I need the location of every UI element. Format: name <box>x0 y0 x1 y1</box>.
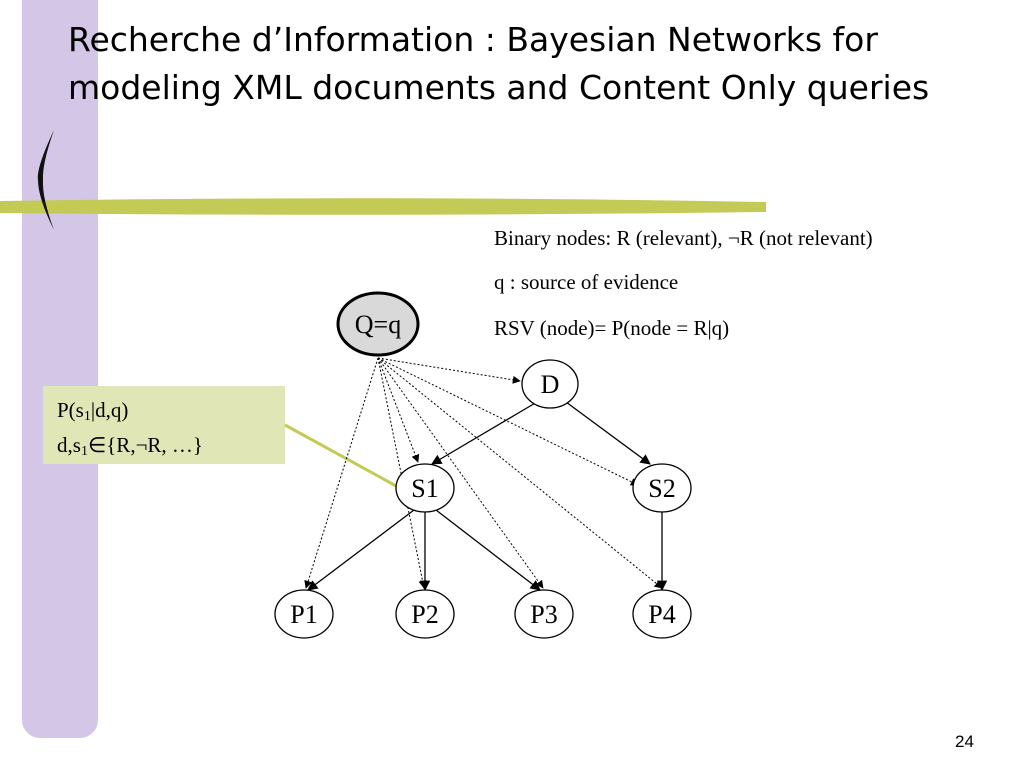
node-p2-label: P2 <box>411 600 438 629</box>
callout-connector-line <box>284 423 399 489</box>
node-d: D <box>521 359 579 409</box>
edge-query-s1 <box>377 357 420 463</box>
edge-s1-p3 <box>435 509 541 591</box>
node-p4-label: P4 <box>648 600 675 629</box>
node-p2: P2 <box>395 589 455 639</box>
node-s1-label: S1 <box>411 474 438 503</box>
edge-query-d <box>377 357 521 384</box>
node-p4: P4 <box>632 589 692 639</box>
node-s2: S2 <box>632 463 692 513</box>
decorative-sidebar-bar <box>22 0 98 738</box>
node-d-label: D <box>541 370 560 399</box>
page-number: 24 <box>955 732 974 751</box>
node-p3: P3 <box>514 589 574 639</box>
slide-title: Recherche d’Information : Bayesian Netwo… <box>68 20 930 107</box>
edge-query-p3 <box>377 357 544 589</box>
edge-query-p2 <box>377 357 427 589</box>
node-query: Q=q <box>336 291 420 357</box>
node-s1: S1 <box>395 463 455 513</box>
node-query-label: Q=q <box>355 310 401 339</box>
rsv-definition-text: RSV (node)= P(node = R|q) <box>494 316 730 340</box>
decorative-olive-bar <box>0 198 766 215</box>
node-p1: P1 <box>274 589 334 639</box>
callout-line-1: P(s1|d,q) <box>57 398 129 424</box>
node-s2-label: S2 <box>648 474 675 503</box>
edge-d-s1 <box>431 401 538 465</box>
edge-query-s2 <box>377 357 639 486</box>
node-p1-label: P1 <box>290 600 317 629</box>
node-p3-label: P3 <box>530 600 557 629</box>
edge-query-p1 <box>304 357 379 589</box>
edge-d-s2 <box>565 401 651 465</box>
edge-s1-p1 <box>307 509 415 591</box>
binary-nodes-text: Binary nodes: R (relevant), ¬R (not rele… <box>494 226 873 250</box>
callout-line-2: d,s1∈{R,¬R, …} <box>57 433 203 459</box>
edge-query-p4 <box>377 357 663 589</box>
evidence-source-text: q : source of evidence <box>494 270 679 294</box>
probability-callout-box: P(s1|d,q) d,s1∈{R,¬R, …} <box>43 386 285 464</box>
decorative-bracket-icon <box>37 130 54 230</box>
